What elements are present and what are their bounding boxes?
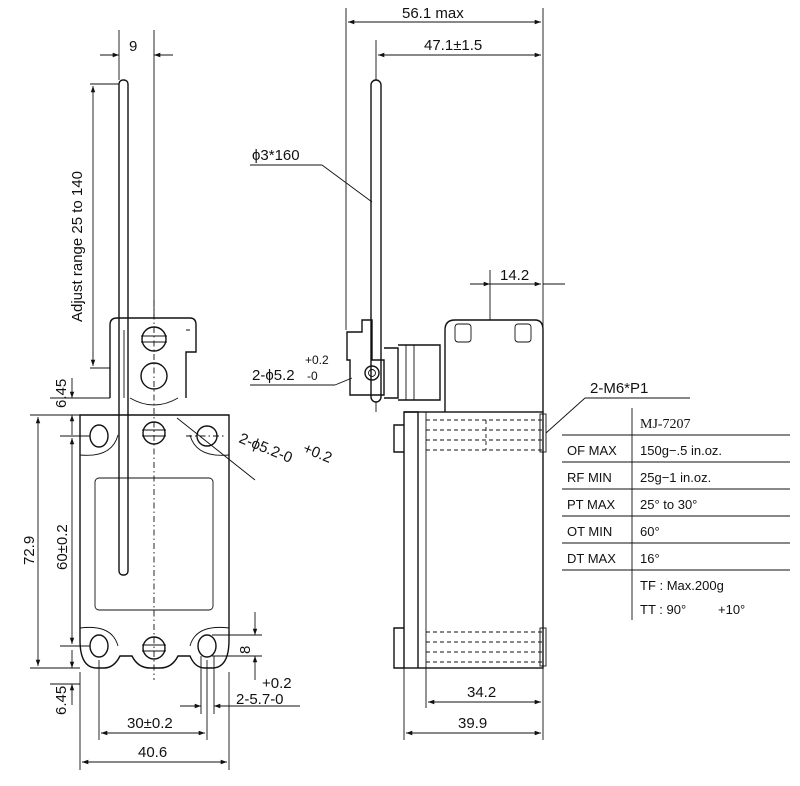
table-tt: TT : 90° <box>640 602 686 617</box>
dim-width-total: 40.6 <box>138 744 167 761</box>
dim-top-gap: 6.45 <box>53 379 70 408</box>
dim-lever-offset: 9 <box>129 38 137 55</box>
front-view: 9 Adjust range 25 to 140 6.45 72.9 60±0.… <box>21 30 334 770</box>
dim-depth-b: 39.9 <box>458 715 487 732</box>
hole-spec-a-tol: +0.2 <box>301 440 335 467</box>
front-lever-rod <box>118 79 129 576</box>
dim-head-width: 14.2 <box>500 267 529 284</box>
mount-hole-br <box>197 634 217 658</box>
hole-spec-b: 2-ϕ5.2 <box>252 367 295 384</box>
dim-depth-a: 34.2 <box>467 684 496 701</box>
table-tf: TF : Max.200g <box>640 578 724 593</box>
side-body <box>403 411 544 669</box>
table-row-value: 25g−1 in.oz. <box>640 470 711 485</box>
table-row-label: OF MAX <box>567 443 617 458</box>
rod-spec: ϕ3*160 <box>252 147 300 164</box>
side-head-housing <box>444 319 544 412</box>
mount-hole-bl <box>89 634 109 658</box>
table-row-label: PT MAX <box>567 497 615 512</box>
dim-hole-pitch: 60±0.2 <box>54 524 71 570</box>
dim-slot-tolerance: +0.2 <box>262 675 292 692</box>
side-view: 56.1 max 47.1±1.5 ϕ3*160 14.2 <box>250 5 690 740</box>
table-row-label: OT MIN <box>567 524 612 539</box>
hole-spec-b-tol-top: +0.2 <box>305 353 329 367</box>
table-row-value: 16° <box>640 551 660 566</box>
table-tt-tol: +10° <box>718 602 745 617</box>
hole-spec-b-tol-bot: -0 <box>307 369 318 383</box>
table-row-label: RF MIN <box>567 470 612 485</box>
dim-max-width: 56.1 max <box>402 5 464 22</box>
table-row-value: 150g−.5 in.oz. <box>640 443 722 458</box>
dim-adjust-range: Adjust range 25 to 140 <box>69 171 86 322</box>
dim-slot-length: 8 <box>237 646 254 654</box>
dim-bottom-gap: 6.45 <box>53 686 70 715</box>
hole-spec-a: 2-ϕ5.2-0 <box>237 430 295 467</box>
cover-screw-bottom <box>142 636 166 660</box>
side-lever-arm <box>346 319 385 396</box>
dim-slot-spec: 2-5.7-0 <box>236 691 284 708</box>
thread-spec: 2-M6*P1 <box>590 380 648 397</box>
table-row-value: 25° to 30° <box>640 497 697 512</box>
dim-height-total: 72.9 <box>21 536 38 565</box>
mount-hole-tl <box>89 424 109 448</box>
dim-lever-position: 47.1±1.5 <box>424 37 482 54</box>
table-row-label: DT MAX <box>567 551 616 566</box>
dim-width-pitch: 30±0.2 <box>127 715 173 732</box>
table-row-value: 60° <box>640 524 660 539</box>
table-model: MJ-7207 <box>640 417 691 432</box>
front-lever-head <box>109 317 197 398</box>
spec-table: MJ-7207 OF MAX 150g−.5 in.oz. RF MIN 25g−1 … <box>562 408 790 620</box>
